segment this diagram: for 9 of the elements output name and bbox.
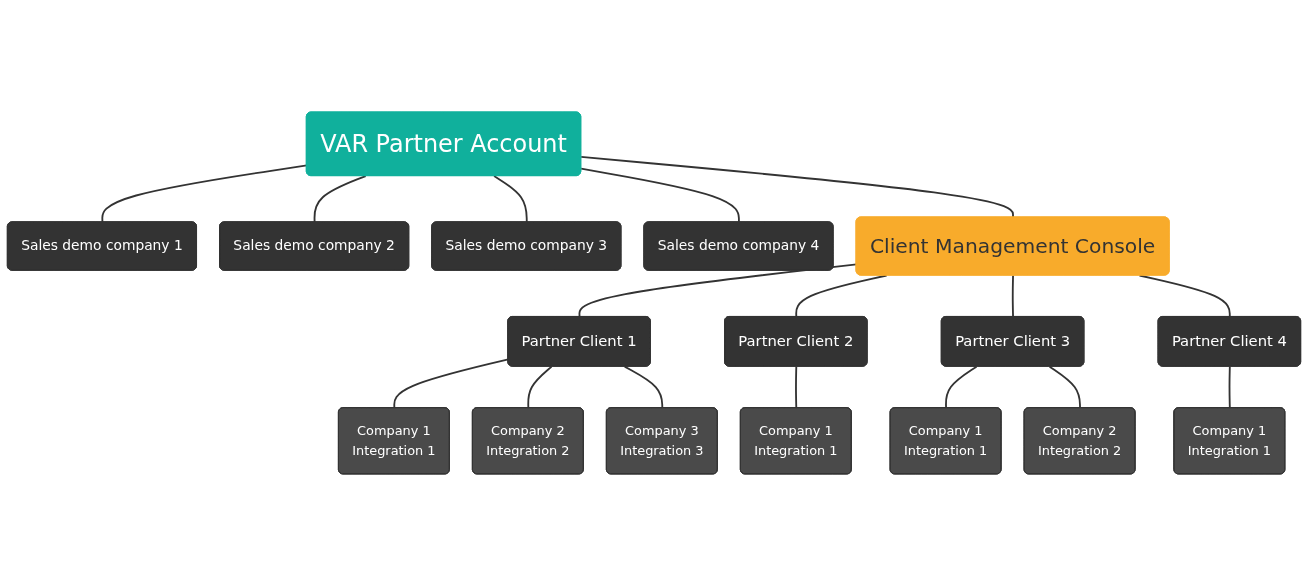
connector [527, 365, 553, 409]
connector [1048, 365, 1081, 409]
connector [580, 156, 1014, 219]
connector [1011, 274, 1014, 318]
connector [945, 365, 978, 409]
connector [795, 365, 798, 409]
connector [578, 263, 858, 318]
connector [623, 365, 664, 409]
connector [1228, 365, 1231, 409]
